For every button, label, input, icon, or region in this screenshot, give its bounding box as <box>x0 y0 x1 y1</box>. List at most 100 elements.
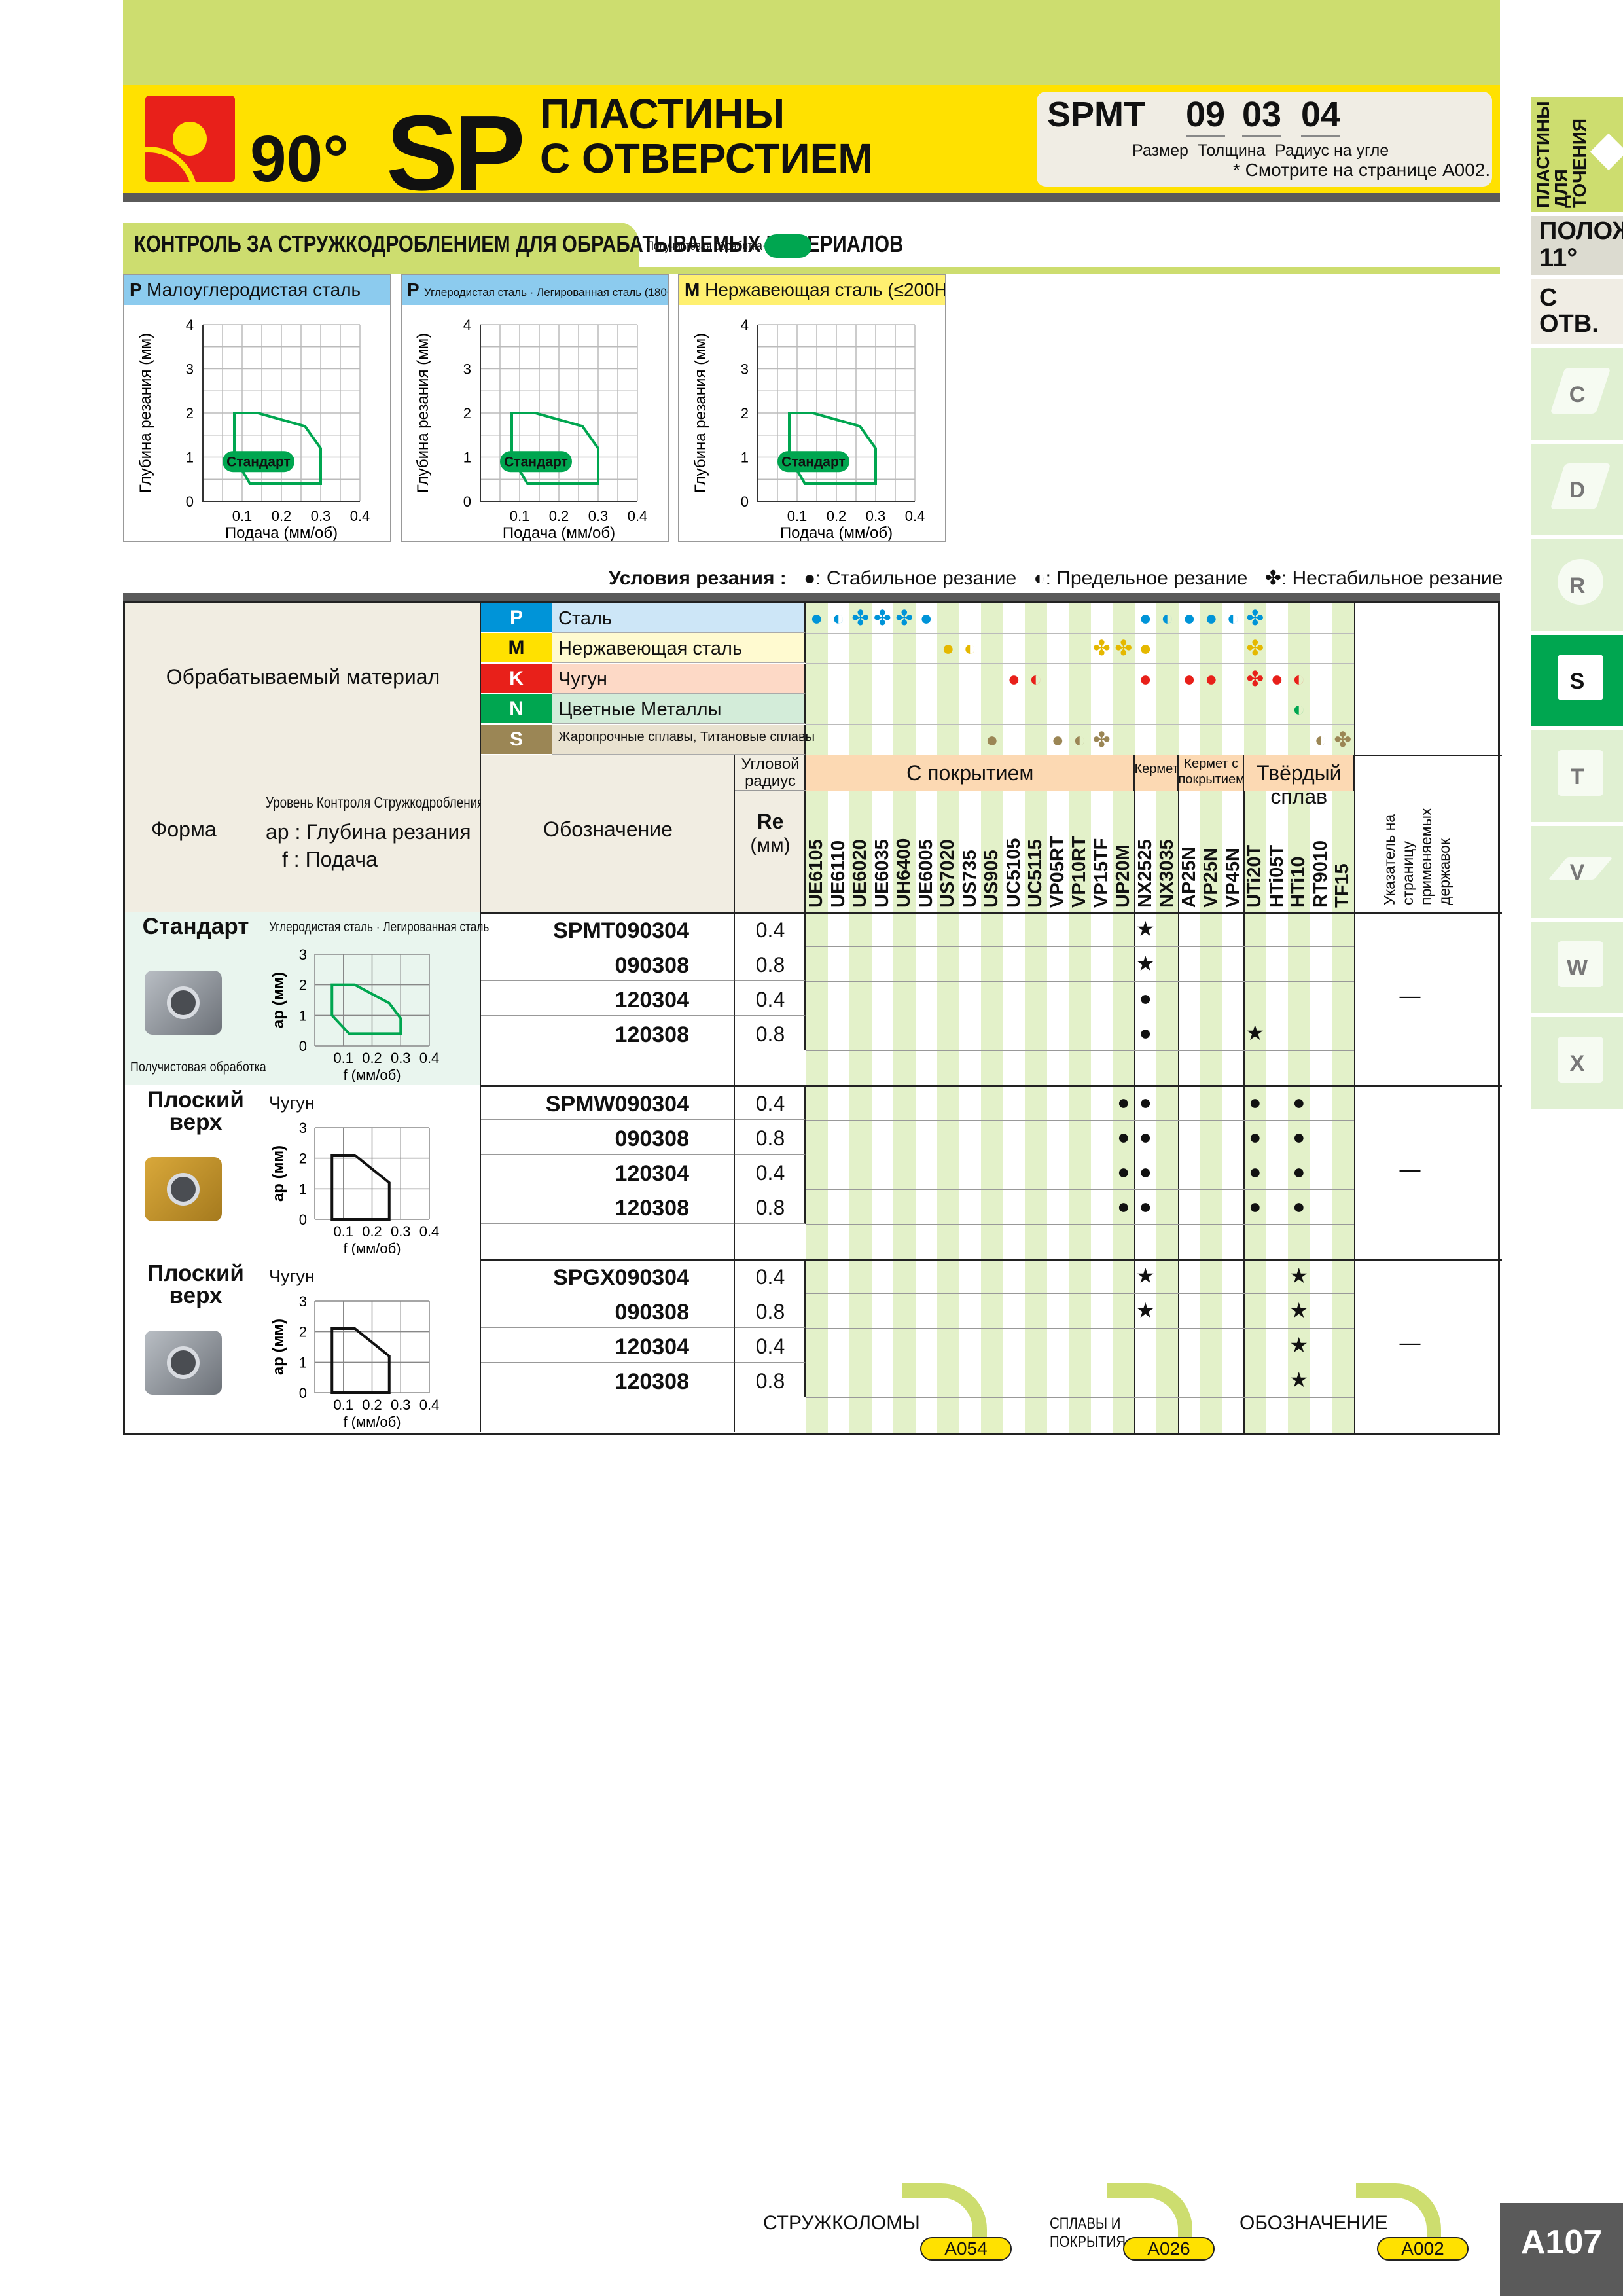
material-letter: N <box>509 698 524 720</box>
unstable-mark-icon: ✤ <box>1246 606 1264 630</box>
material-name: Сталь <box>558 608 613 629</box>
y-tick-label: 3 <box>186 361 194 378</box>
designation-cell <box>481 1259 735 1293</box>
mini-x-tick: 0.3 <box>391 1050 411 1066</box>
unstable-mark-icon: ✤ <box>1092 636 1111 660</box>
dot-mark-icon: ● <box>1249 1194 1262 1218</box>
x-axis-label: Подача (мм/об) <box>503 524 615 541</box>
grade-column-header: VP15TF <box>1090 838 1112 908</box>
grade-column-header: UE6020 <box>849 839 870 908</box>
limit-mark-icon: ◐ <box>1029 666 1043 691</box>
radius-value: 0.8 <box>755 1369 785 1393</box>
side-tab-positive[interactable] <box>1531 216 1623 275</box>
column-stripe <box>1069 603 1091 1433</box>
header-level: Уровень Контроля Стружкодробления <box>266 794 484 811</box>
label-thickness: Толщина <box>1198 141 1266 160</box>
y-tick-label: 0 <box>463 493 471 510</box>
material-name: Нержавеющая сталь <box>558 638 743 660</box>
code-thickness: 03 <box>1242 94 1282 137</box>
code-radius: 04 <box>1301 94 1341 137</box>
material-name: Углеродистая сталь · Легированная сталь … <box>423 286 668 298</box>
designation-cell <box>481 1293 735 1328</box>
grade-column-header: UC5115 <box>1025 839 1046 908</box>
limit-mark-icon: ◐ <box>963 636 976 660</box>
designation-cell <box>481 1085 735 1120</box>
stable-mark-icon: ● <box>1139 636 1152 660</box>
material-name-cell <box>552 633 806 664</box>
section-line <box>123 267 1500 274</box>
mini-x-tick: 0.4 <box>419 1050 440 1066</box>
designation-cell <box>481 946 735 981</box>
footer-alloys-page-link[interactable]: A026 <box>1123 2237 1215 2261</box>
designation-code: 090308 <box>615 1300 689 1325</box>
chart-axis <box>480 325 637 502</box>
grade-column-header: UC5105 <box>1003 838 1024 908</box>
section-bar <box>123 223 639 267</box>
mini-y-label: ap (мм) <box>270 1319 287 1375</box>
radius-cell <box>735 1328 806 1363</box>
group-divider <box>1133 755 1135 1433</box>
unstable-mark-icon: ✤ <box>1115 636 1133 660</box>
finishing-pill <box>764 234 812 258</box>
y-tick-label: 4 <box>463 317 471 333</box>
x-tick-label: 0.2 <box>827 508 847 524</box>
radius-cell <box>735 1120 806 1155</box>
group-header: С покрытием <box>906 761 1034 785</box>
designation-code: 090308 <box>615 953 689 978</box>
designation-cell <box>481 1120 735 1155</box>
stable-mark-icon: ● <box>1205 606 1218 630</box>
grade-column-header: US735 <box>959 850 980 908</box>
designation-cell <box>481 1189 735 1224</box>
designation-code: SPMW090304 <box>545 1092 689 1117</box>
dot-mark-icon: ● <box>1293 1125 1306 1149</box>
radius-value: 0.8 <box>755 1022 785 1046</box>
column-stripe <box>849 603 872 1433</box>
group-header-cell <box>1244 755 1354 791</box>
column-stripe <box>1244 603 1266 1433</box>
finishing-label: Получистовая обработка······ <box>647 240 783 253</box>
grade-column-header: AP25N <box>1178 846 1200 908</box>
mini-region-outline <box>330 983 402 1035</box>
star-mark-icon: ★ <box>1289 1368 1309 1391</box>
radius-value: 0.8 <box>755 953 785 977</box>
header-holder-ref: Указатель на страницу применяемых держав… <box>1380 808 1453 906</box>
radius-cell <box>735 1293 806 1328</box>
column-stripe <box>806 603 828 1433</box>
header-radius: Угловой радиус <box>735 756 806 791</box>
row-divider <box>806 946 1354 947</box>
mini-x-tick: 0.1 <box>333 1050 353 1066</box>
stable-mark-icon: ● <box>1051 727 1064 751</box>
star-mark-icon: ★ <box>1289 1299 1309 1322</box>
region-badge <box>777 451 849 473</box>
y-tick-label: 2 <box>186 405 194 422</box>
dot-mark-icon: ● <box>1139 1125 1152 1149</box>
insert-image-icon <box>145 1331 222 1395</box>
x-tick-label: 0.1 <box>510 508 530 524</box>
block-divider <box>125 1259 1502 1261</box>
mini-y-tick: 3 <box>299 1293 307 1310</box>
side-tab-positive-b: 11° <box>1539 243 1578 272</box>
holder-ref-value: — <box>1399 1157 1421 1181</box>
empty-designation-cell <box>481 1397 735 1432</box>
mini-x-tick: 0.4 <box>419 1223 440 1240</box>
side-tab-hole-b: ОТВ. <box>1539 310 1599 338</box>
side-tab-hole[interactable] <box>1531 279 1623 344</box>
header-ap: ap : Глубина резания <box>266 820 471 844</box>
limit-mark-icon: ◐ <box>1161 606 1174 630</box>
x-tick-label: 0.1 <box>787 508 808 524</box>
grade-column-header: VP10RT <box>1069 836 1090 908</box>
insert-image-icon <box>145 971 222 1035</box>
unstable-icon: ✤ <box>1264 567 1281 589</box>
header-shape: Форма <box>151 817 217 841</box>
mini-x-tick: 0.1 <box>333 1223 353 1240</box>
footer-designation-page-link[interactable]: A002 <box>1377 2237 1469 2261</box>
y-tick-label: 3 <box>463 361 471 378</box>
group-header-cell <box>806 755 1135 791</box>
stable-mark-icon: ● <box>919 606 933 630</box>
radius-value: 0.8 <box>755 1126 785 1150</box>
footer-chip-page-link[interactable]: A054 <box>920 2237 1012 2261</box>
